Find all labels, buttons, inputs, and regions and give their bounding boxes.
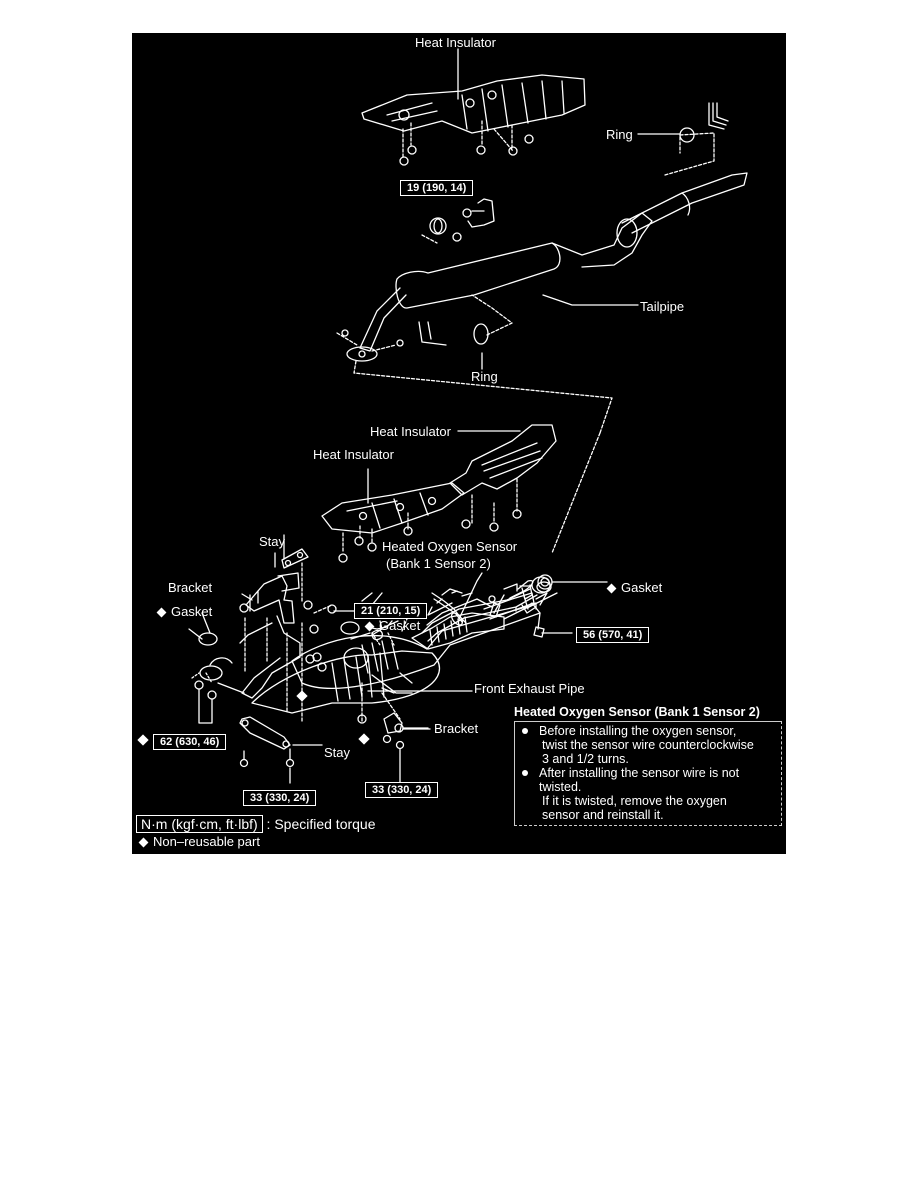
note-line: sensor and reinstall it. <box>542 808 664 822</box>
note-line: 3 and 1/2 turns. <box>542 752 629 766</box>
label-heated-oxygen-sensor: Heated Oxygen Sensor <box>382 539 518 554</box>
oxygen-sensor-part <box>350 572 608 641</box>
label-heat-insulator-top: Heat Insulator <box>415 35 496 50</box>
bullet-icon <box>522 770 528 776</box>
label-ring-mid: Ring <box>471 369 498 384</box>
label-bracket-right: Bracket <box>434 721 479 736</box>
bracket-stay-left-parts <box>191 534 337 784</box>
label-ring-top: Ring <box>606 127 633 142</box>
catalytic-converter-part <box>411 592 537 650</box>
note-line: Before installing the oxygen sensor, <box>539 724 737 738</box>
label-front-exhaust-pipe: Front Exhaust Pipe <box>474 681 585 696</box>
torque-spec-heat-insulator: 19 (190, 14) <box>400 180 474 196</box>
front-exhaust-pipe-part <box>199 576 558 699</box>
torque-spec-stay-bolt: 33 (330, 24) <box>243 790 317 806</box>
gasket-left-text: Gasket <box>171 604 213 619</box>
hanger-brackets-top <box>421 198 495 244</box>
exhaust-line-art <box>188 48 748 784</box>
label-gasket-left: Gasket <box>156 604 212 619</box>
muffler-tailpipe-part <box>336 102 748 554</box>
heat-insulator-top-part <box>361 74 586 166</box>
note-line: twisted. <box>539 780 582 794</box>
note-line: twist the sensor wire counterclockwise <box>542 738 754 752</box>
note-title: Heated Oxygen Sensor (Bank 1 Sensor 2) <box>514 705 760 719</box>
torque-spec-front-pipe-flange: 56 (570, 41) <box>576 627 650 643</box>
oxygen-sensor-note: Heated Oxygen Sensor (Bank 1 Sensor 2) B… <box>514 704 782 826</box>
non-reusable-diamond-icon <box>138 837 149 848</box>
label-bracket-left: Bracket <box>168 580 213 595</box>
legend-torque-desc: : Specified torque <box>266 816 376 832</box>
legend-torque-unit: N·m (kgf·cm, ft·lbf) <box>136 815 263 833</box>
note-line: After installing the sensor wire is not <box>539 766 740 780</box>
label-tailpipe: Tailpipe <box>640 299 685 314</box>
non-reusable-diamond-icon <box>364 621 375 632</box>
leader-lines <box>188 48 681 730</box>
converter-body-part <box>251 632 441 714</box>
torque-spec-bracket-nut: 21 (210, 15) <box>354 603 428 619</box>
torque-spec-bracket-bolt: 33 (330, 24) <box>365 782 439 798</box>
exhaust-system-diagram: Heat Insulator Ring Tailpipe Ring Heat I… <box>132 33 786 854</box>
note-item: Before installing the oxygen sensor, twi… <box>519 724 777 766</box>
label-gasket-mid: Gasket <box>364 618 420 633</box>
legend-non-reusable: Non–reusable part <box>138 834 260 849</box>
heat-insulator-middle-parts <box>321 424 557 563</box>
label-heat-insulator-left: Heat Insulator <box>313 447 394 462</box>
note-item: After installing the sensor wire is not … <box>519 766 777 822</box>
legend-non-reusable-text: Non–reusable part <box>153 834 260 849</box>
torque-spec-manifold-nut: 62 (630, 46) <box>153 734 227 750</box>
gasket-right-text: Gasket <box>621 580 663 595</box>
label-gasket-right: Gasket <box>606 580 662 595</box>
legend-torque: N·m (kgf·cm, ft·lbf) : Specified torque <box>136 815 376 833</box>
label-stay-bottom: Stay <box>324 745 351 760</box>
gasket-mid-text: Gasket <box>379 618 421 633</box>
note-box: Before installing the oxygen sensor, twi… <box>514 721 782 826</box>
label-bank1-sensor2: (Bank 1 Sensor 2) <box>386 556 491 571</box>
bullet-icon <box>522 728 528 734</box>
bracket-right-part <box>357 682 429 784</box>
non-reusable-diamond-icon <box>156 607 167 618</box>
label-heat-insulator-right: Heat Insulator <box>370 424 451 439</box>
label-stay-top: Stay <box>259 534 286 549</box>
note-line: If it is twisted, remove the oxygen <box>542 794 727 808</box>
non-reusable-diamond-icon <box>606 583 617 594</box>
